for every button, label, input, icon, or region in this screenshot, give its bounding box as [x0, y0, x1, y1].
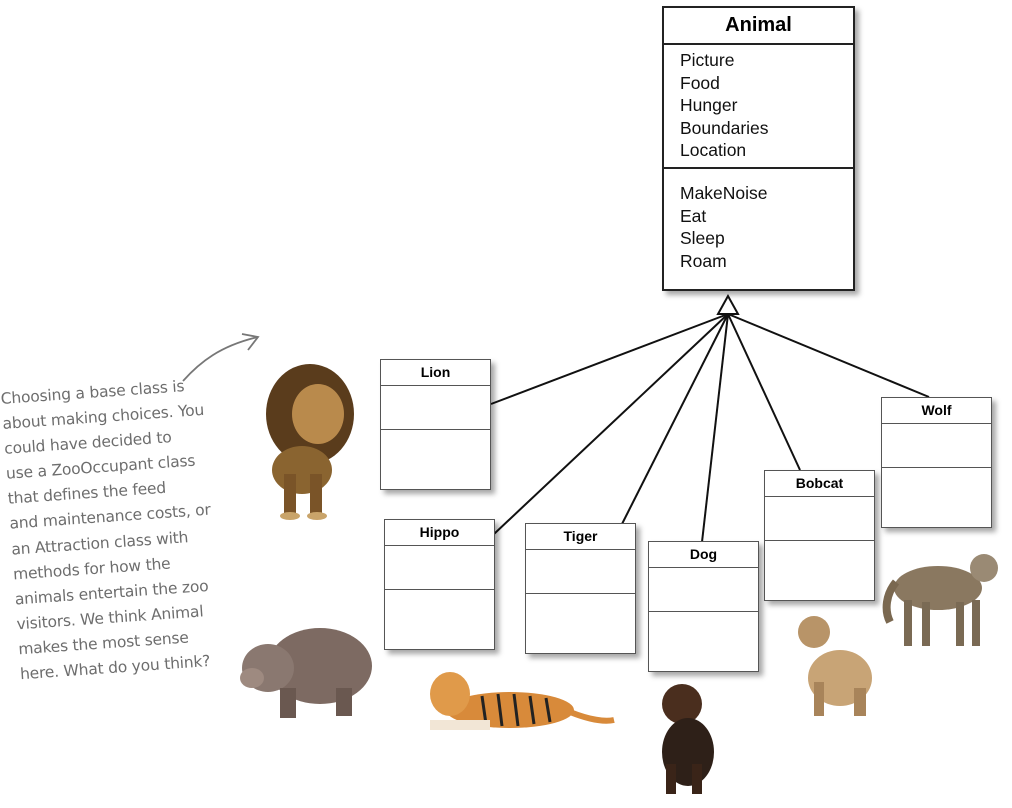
note-arrowhead: [241, 333, 260, 351]
tiger-methods: [526, 594, 635, 652]
attribute-location: Location: [680, 140, 747, 160]
dog-methods: [649, 612, 758, 670]
note-arrow: [182, 336, 259, 382]
connector-wolf: [727, 313, 930, 398]
attribute-boundaries: Boundaries: [680, 117, 769, 138]
lion-class-box: Lion: [380, 359, 491, 490]
class-name-lion: Lion: [381, 360, 490, 386]
hippo-methods: [385, 590, 494, 648]
attribute-picture: Picture: [680, 50, 735, 70]
tiger-attributes: [526, 550, 635, 594]
connector-lion: [490, 313, 729, 405]
dog-class-box: Dog: [648, 541, 759, 672]
class-name-dog: Dog: [649, 542, 758, 568]
connector-hippo: [493, 313, 729, 535]
inheritance-triangle: [716, 293, 740, 315]
bobcat-methods: [765, 541, 874, 599]
method-sleep: Sleep: [680, 228, 725, 248]
class-name-animal: Animal: [664, 8, 853, 45]
lion-photo: [266, 364, 354, 520]
wolf-attributes: [882, 424, 991, 468]
class-name-bobcat: Bobcat: [765, 471, 874, 497]
connector-dog: [701, 313, 729, 543]
connector-tiger: [621, 313, 729, 525]
bobcat-attributes: [765, 497, 874, 541]
tiger-class-box: Tiger: [525, 523, 636, 654]
methods-section: MakeNoise Eat Sleep Roam: [664, 169, 853, 272]
hippo-attributes: [385, 546, 494, 590]
bobcat-photo: [798, 616, 872, 716]
handwritten-note: Choosing a base class is about making ch…: [0, 371, 250, 687]
wolf-photo: [882, 554, 998, 646]
animal-class-box: Animal Picture Food Hunger Boundaries Lo…: [662, 6, 855, 291]
bobcat-class-box: Bobcat: [764, 470, 875, 601]
connector-bobcat: [727, 313, 801, 471]
dog-attributes: [649, 568, 758, 612]
wolf-methods: [882, 468, 991, 526]
class-name-tiger: Tiger: [526, 524, 635, 550]
attributes-section: Picture Food Hunger Boundaries Location: [664, 45, 853, 169]
attribute-hunger: Hunger: [680, 95, 738, 115]
wolf-class-box: Wolf: [881, 397, 992, 528]
class-name-wolf: Wolf: [882, 398, 991, 424]
attribute-food: Food: [680, 72, 720, 93]
method-eat: Eat: [680, 205, 707, 226]
method-roam: Roam: [680, 250, 727, 271]
hippo-class-box: Hippo: [384, 519, 495, 650]
class-name-hippo: Hippo: [385, 520, 494, 546]
method-makenoise: MakeNoise: [680, 183, 768, 203]
lion-methods: [381, 430, 490, 488]
hippo-photo: [240, 628, 372, 718]
dog-photo: [662, 684, 714, 794]
lion-attributes: [381, 386, 490, 430]
tiger-photo: [430, 672, 615, 730]
